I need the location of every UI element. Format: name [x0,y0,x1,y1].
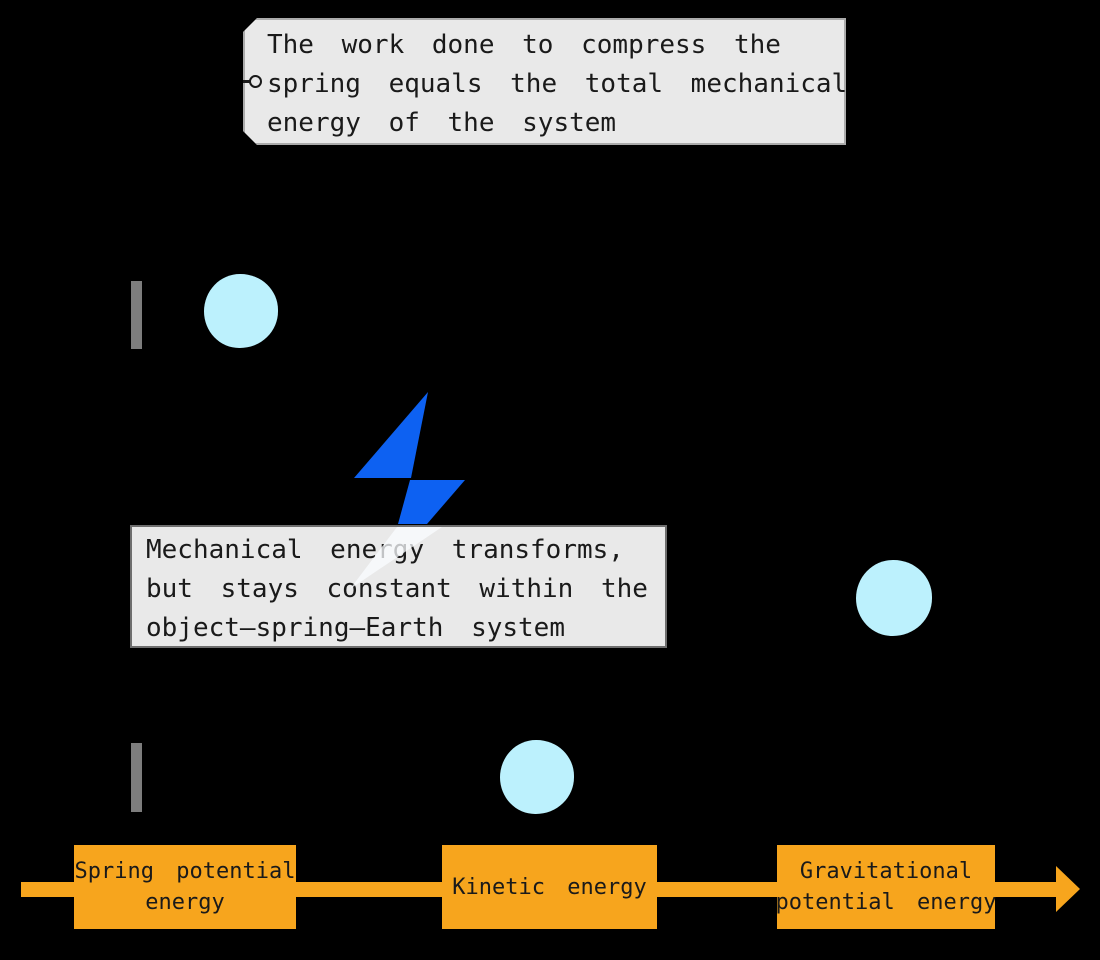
leader-line [243,80,251,83]
top-annotation-line-2: spring equals the total mechanical [267,69,848,99]
object-ball-leaving-spring [500,740,574,814]
middle-annotation-line-2: but stays constant within the [146,574,648,604]
object-ball-on-spring [204,274,278,348]
flow-box-label: Gravitational [799,859,973,884]
energy-flow-arrowhead-icon [1056,866,1080,912]
flow-box-label: Kinetic energy [452,874,647,900]
leader-ring-icon [249,75,262,88]
top-annotation-line-3: energy of the system [267,108,617,138]
flow-box-spring-potential-energy: Spring potential energy [74,845,296,929]
wall-segment-top [131,281,142,349]
top-annotation-line-1: The work done to compress the [267,30,781,60]
flow-box-label: energy [145,890,225,915]
flow-box-kinetic-energy: Kinetic energy [442,845,657,929]
wall-segment-bottom [131,743,142,812]
object-ball-airborne [856,560,932,636]
middle-annotation-box: Exam Mechanical energy transforms, but s… [130,525,667,648]
flow-box-label: potential energy [775,890,997,915]
flow-box-label: Spring potential [74,859,296,884]
middle-annotation-line-1: Mechanical energy transforms, [146,535,624,565]
flow-box-gravitational-potential-energy: Gravitational potential energy [775,845,997,929]
top-annotation-box: The work done to compress the spring equ… [243,18,846,145]
middle-annotation-line-3: object–spring–Earth system [146,613,565,643]
energy-transfer-bolt-icon [354,392,465,524]
